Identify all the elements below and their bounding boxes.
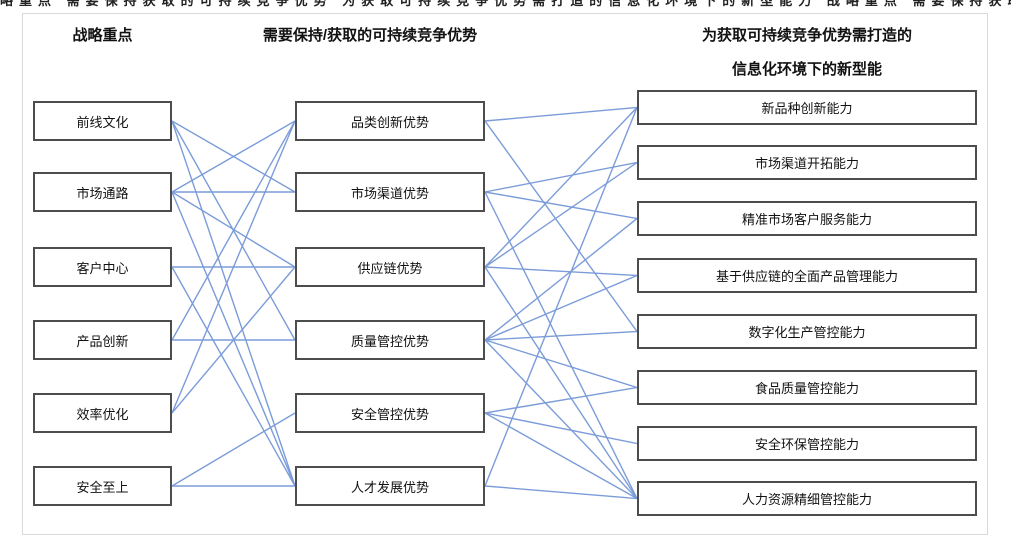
advantage-node: 供应链优势 [295, 247, 485, 287]
middle-column-title: 需要保持/获取的可持续竞争优势 [262, 27, 478, 44]
connector-line [484, 339, 638, 389]
strategy-node: 安全至上 [33, 466, 172, 506]
right-column-title-line2: 信息化环境下的新型能 [731, 61, 882, 78]
capability-node: 基于供应链的全面产品管理能力 [637, 258, 977, 293]
capability-node: 食品质量管控能力 [637, 370, 977, 405]
advantage-node: 人才发展优势 [295, 466, 485, 506]
connector-line [484, 191, 638, 220]
connector-line [171, 266, 296, 414]
capability-node: 安全环保管控能力 [637, 426, 977, 461]
clipped-text-line: 略重点 需要保持获取的可持续竞争优势 为获取可持续竞争优势需打造的信息化环境下的… [0, 0, 1011, 8]
connector-line [171, 412, 296, 487]
connector-line [171, 266, 296, 487]
connector-line [171, 120, 296, 414]
connector-line [484, 412, 638, 445]
strategy-node: 前线文化 [33, 101, 172, 141]
connector-line [484, 274, 638, 341]
connector-line [484, 120, 638, 332]
connector-line [484, 485, 638, 500]
right-column-title-line1: 为获取可持续竞争优势需打造的 [701, 27, 912, 44]
connector-line [484, 217, 638, 341]
connector-line [171, 120, 296, 193]
connector-line [484, 106, 638, 122]
capability-node: 人力资源精细管控能力 [637, 481, 977, 516]
capability-node: 数字化生产管控能力 [637, 314, 977, 349]
capability-node: 新品种创新能力 [637, 90, 977, 125]
connector-line [484, 107, 638, 487]
advantage-node: 质量管控优势 [295, 320, 485, 360]
connector-line [484, 266, 638, 277]
connector-line [484, 386, 638, 414]
connector-line [484, 330, 638, 341]
connector-line [484, 339, 638, 499]
capability-node: 市场渠道开拓能力 [637, 145, 977, 180]
connector-line [484, 161, 638, 268]
connector-line [171, 120, 296, 487]
connector-line [484, 266, 638, 499]
capability-node: 精准市场客户服务能力 [637, 201, 977, 236]
strategy-node: 客户中心 [33, 247, 172, 287]
strategy-node: 产品创新 [33, 320, 172, 360]
advantage-node: 市场渠道优势 [295, 172, 485, 212]
strategy-node: 效率优化 [33, 393, 172, 433]
advantage-node: 品类创新优势 [295, 101, 485, 141]
connector-line [484, 191, 638, 499]
strategy-node: 市场通路 [33, 172, 172, 212]
advantage-node: 安全管控优势 [295, 393, 485, 433]
connector-line [484, 412, 638, 500]
connector-line [484, 161, 638, 193]
connector-line [484, 107, 638, 268]
connector-line [171, 120, 296, 341]
left-column-title: 战略重点 [72, 27, 133, 44]
